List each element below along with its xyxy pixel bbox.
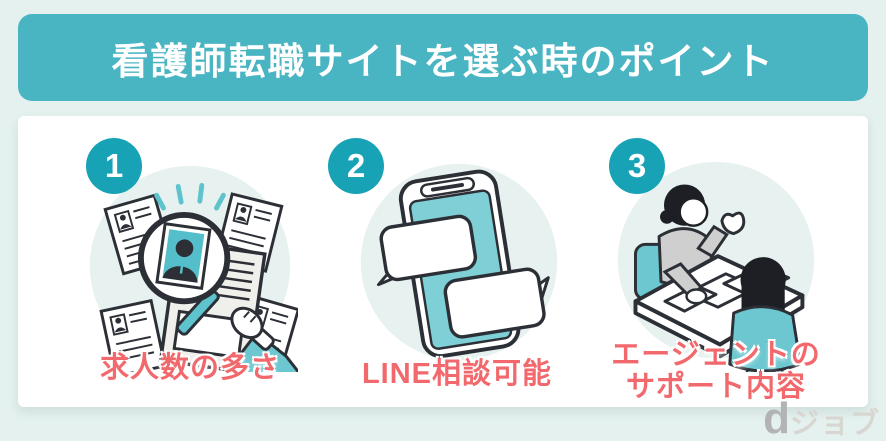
- point-column-3: 3: [566, 116, 866, 407]
- point-label-1: 求人数の多さ: [99, 352, 280, 384]
- point-label-3-line2: サポート内容: [625, 370, 806, 403]
- point-number-badge-3: 3: [609, 138, 665, 194]
- point-column-2: 2: [307, 116, 607, 407]
- point-column-1: 1: [40, 116, 340, 407]
- point-label-3: エージェントの サポート内容: [566, 339, 866, 404]
- agent-meeting-illustration: [608, 156, 824, 372]
- point-label-3-line1: エージェントの: [611, 339, 821, 371]
- smartphone-chat-icon: [360, 163, 558, 361]
- documents-magnifier-icon: [89, 165, 298, 372]
- documents-magnifier-illustration: [82, 156, 298, 372]
- djob-logo-text: ジョブ: [789, 408, 880, 440]
- agent-meeting-icon: [617, 161, 815, 372]
- header-banner: 看護師転職サイトを選ぶ時のポイント: [18, 14, 868, 101]
- page-title: 看護師転職サイトを選ぶ時のポイント: [111, 40, 775, 82]
- point-label-2: LINE相談可能: [361, 358, 553, 390]
- points-card: 1: [18, 116, 868, 407]
- point-number-badge-1: 1: [86, 138, 142, 194]
- point-number-badge-2: 2: [328, 138, 384, 194]
- smartphone-chat-illustration: [349, 156, 565, 372]
- djob-logo-d: d: [763, 394, 790, 441]
